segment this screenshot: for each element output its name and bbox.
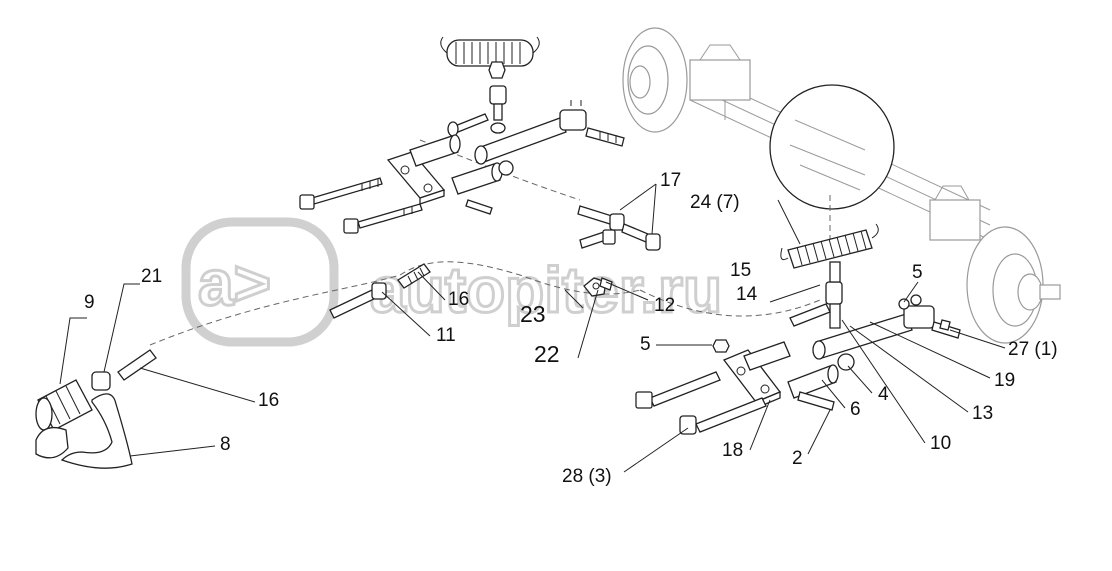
callout-21: 21 xyxy=(141,266,162,287)
watermark: a> autopiter.ru xyxy=(181,217,724,347)
callout-14: 14 xyxy=(736,284,758,305)
callout-4: 4 xyxy=(878,384,889,405)
callout-22: 22 xyxy=(534,341,560,367)
middle-fittings xyxy=(577,205,661,297)
callout-28: 28 (3) xyxy=(562,466,612,487)
callout-10: 10 xyxy=(930,433,951,454)
callout-2: 2 xyxy=(792,448,803,469)
callout-18: 18 xyxy=(722,440,743,461)
callout-24: 24 (7) xyxy=(690,192,740,213)
watermark-logo-frame xyxy=(181,217,339,347)
callout-17: 17 xyxy=(660,170,681,191)
upper-assembly xyxy=(299,36,625,234)
watermark-text: autopiter.ru xyxy=(370,254,722,326)
callout-12: 12 xyxy=(654,295,675,316)
axle-assembly xyxy=(622,27,1061,344)
leader-lines xyxy=(59,183,1006,473)
callout-15: 15 xyxy=(730,260,751,281)
callout-5-right: 5 xyxy=(912,262,923,283)
watermark-logo-glyph: a> xyxy=(198,247,271,319)
callout-19: 19 xyxy=(994,370,1015,391)
callout-23: 23 xyxy=(520,301,546,327)
callout-13: 13 xyxy=(972,403,993,424)
callouts: 9 21 16 16 11 8 17 23 12 22 24 (7) 15 14… xyxy=(84,170,1058,487)
callout-16-lower: 16 xyxy=(258,390,279,411)
callout-27: 27 (1) xyxy=(1008,339,1058,360)
callout-11: 11 xyxy=(436,325,456,346)
detail-circle xyxy=(769,84,895,210)
callout-8: 8 xyxy=(220,434,231,455)
callout-5-left: 5 xyxy=(640,334,651,355)
left-fittings xyxy=(35,263,431,469)
callout-9: 9 xyxy=(84,292,95,313)
callout-16-upper: 16 xyxy=(448,289,469,310)
callout-6: 6 xyxy=(850,399,861,420)
